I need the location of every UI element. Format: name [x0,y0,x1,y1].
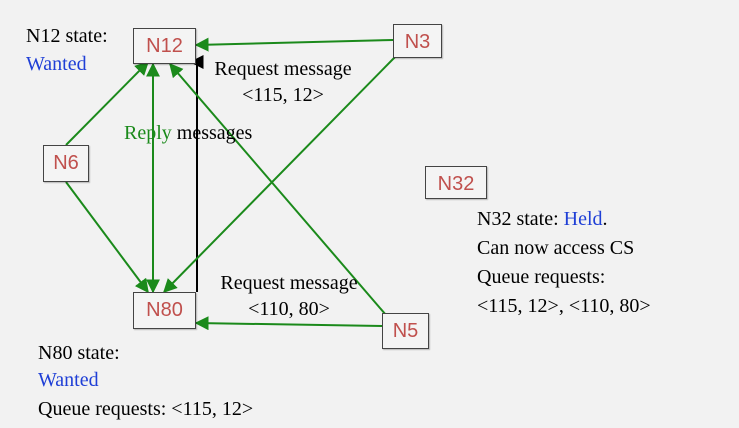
n32-state-line: N32 state: Held. [477,206,651,232]
node-n5: N5 [382,313,429,349]
n32-queue-values: <115, 12>, <110, 80> [477,295,651,317]
request-message-top: Request message <115, 12> [198,56,368,108]
node-n3: N3 [393,24,442,58]
reply-word: Reply [124,122,172,144]
request-top-line2: <115, 12> [242,84,324,106]
messages-word: messages [171,122,253,144]
node-n80: N80 [133,292,196,329]
node-n32: N32 [425,166,487,199]
n32-queue-label: Queue requests: [477,266,606,288]
node-n6: N6 [43,145,89,182]
edge-n5-to-n80 [194,316,383,331]
n12-state-value: Wanted [26,53,87,75]
n12-state-label: N12 state: [26,25,108,47]
n32-state-block: N32 state: Held. Can now access CS Queue… [477,206,651,319]
request-message-bottom: Request message <110, 80> [203,270,375,322]
edge-n6-to-n80 [65,181,149,294]
n32-state-suffix: . [602,208,608,230]
n80-state-label: N80 state: [38,342,120,364]
n80-queue-requests: Queue requests: <115, 12> [38,398,254,420]
request-bottom-line1: Request message [220,272,358,294]
edge-n3-to-n80 [163,55,397,293]
edge-n80-to-n12-black [189,55,204,292]
n80-state-value: Wanted [38,369,99,391]
reply-messages-label: Reply messages [124,120,252,146]
request-bottom-line2: <110, 80> [248,298,330,320]
edge-n6-to-n12 [65,61,149,146]
request-top-line1: Request message [214,58,352,80]
edge-n3-to-n12 [194,37,394,52]
n32-state-value: Held [563,208,603,230]
edge-n5-to-n12 [169,62,387,316]
node-n12: N12 [133,28,196,64]
n32-state-prefix: N32 state: [477,208,564,230]
n32-cs-line: Can now access CS [477,237,635,259]
